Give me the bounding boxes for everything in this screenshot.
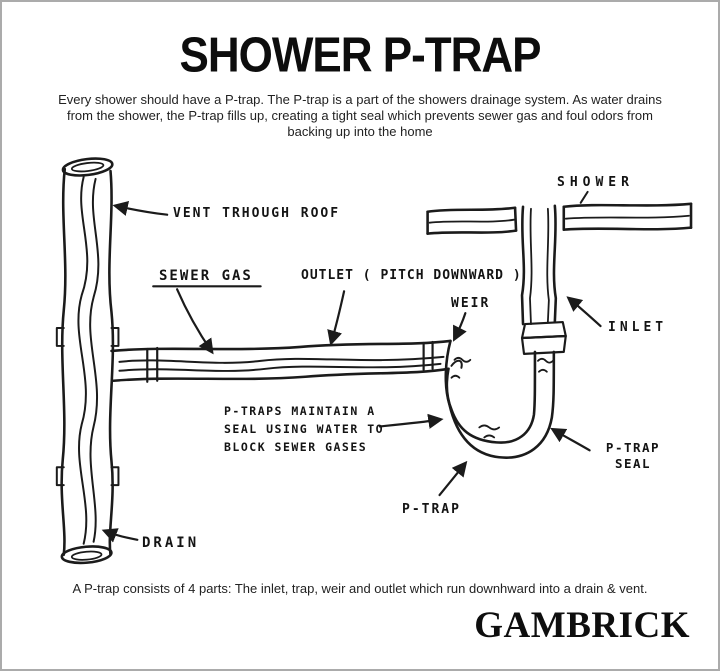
label-p-trap: P-TRAP xyxy=(402,502,461,517)
outlet-pipe xyxy=(110,339,452,383)
p-trap-seal-arrow xyxy=(550,427,591,452)
annotation-arrows xyxy=(101,200,602,543)
label-p-trap-seal: P-TRAP SEAL xyxy=(596,440,670,472)
slip-nuts xyxy=(520,320,567,355)
page-title: SHOWER P-TRAP xyxy=(179,28,542,83)
label-sewer-gas: SEWER GAS xyxy=(159,268,253,284)
weir-arrow xyxy=(453,312,467,342)
p-trap-arrow xyxy=(438,460,468,497)
water-level-marks xyxy=(450,356,555,439)
weir-lip xyxy=(450,359,463,369)
p-trap-seal-line-1: P-TRAP xyxy=(605,440,661,455)
outlet-arrow xyxy=(327,290,346,346)
p-trap-u-bend xyxy=(444,339,556,459)
label-seal-note: P-TRAPS MAINTAIN A SEAL USING WATER TO B… xyxy=(224,402,384,456)
shower-floor xyxy=(426,190,693,235)
intro-text: Every shower should have a P-trap. The P… xyxy=(58,92,662,139)
p-trap-seal-line-2: SEAL xyxy=(614,456,652,471)
seal-note-line-1: P-TRAPS MAINTAIN A xyxy=(224,404,376,418)
vent-drain-stack-pipe xyxy=(55,157,120,565)
label-drain: DRAIN xyxy=(142,535,200,551)
shower-pointer-line xyxy=(579,190,589,204)
label-outlet: OUTLET ( PITCH DOWNWARD ) xyxy=(301,268,522,283)
drain-arrow xyxy=(101,528,139,543)
seal-note-line-2: SEAL USING WATER TO xyxy=(224,422,385,436)
sewer-gas-arrow xyxy=(176,288,214,355)
label-weir: WEIR xyxy=(451,296,491,311)
footer-note: A P-trap consists of 4 parts: The inlet,… xyxy=(72,581,648,596)
seal-note-arrow xyxy=(378,413,444,429)
sewer-gas-flow-lines xyxy=(77,175,100,545)
gambrick-logo: GAMBRICK xyxy=(474,605,690,646)
label-vent-through-roof: VENT TRHOUGH ROOF xyxy=(173,206,341,221)
inlet-pipe xyxy=(520,204,558,326)
label-shower: SHOWER xyxy=(557,175,634,190)
label-inlet: INLET xyxy=(608,320,668,335)
inlet-arrow xyxy=(566,296,602,328)
seal-note-line-3: BLOCK SEWER GASES xyxy=(224,440,368,454)
vent-arrow xyxy=(112,200,169,216)
